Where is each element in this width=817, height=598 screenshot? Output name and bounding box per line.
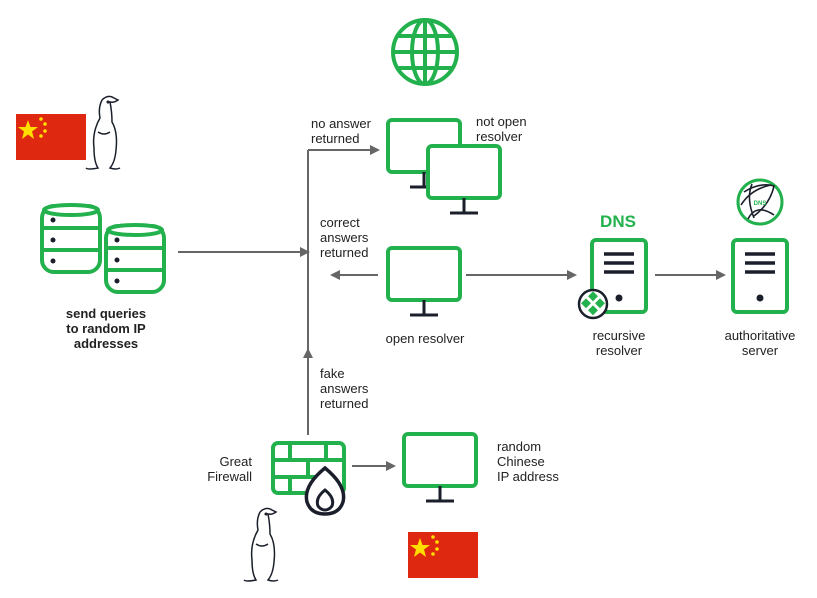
fake-answers-label: fake answers returned	[320, 366, 369, 411]
not-open-resolver-monitor-icon	[426, 144, 502, 215]
flame-icon	[304, 465, 346, 516]
authoritative-server-icon	[731, 238, 789, 314]
correct-answers-label: correct answers returned	[320, 215, 369, 260]
globe-icon	[391, 18, 459, 86]
resolver-badge-icon	[577, 288, 609, 320]
no-answer-label: no answer returned	[311, 116, 371, 146]
not-open-resolver-label: not open resolver	[476, 114, 527, 144]
great-firewall-label: Great Firewall	[207, 454, 252, 484]
open-resolver-label: open resolver	[385, 331, 465, 346]
dns-globe-icon: DNS	[736, 178, 784, 226]
authoritative-server-label: authoritative server	[724, 328, 796, 358]
database-icon	[40, 203, 102, 274]
random-ip-monitor-icon	[402, 432, 478, 503]
recursive-resolver-label: recursive resolver	[592, 328, 646, 358]
meerkat-icon	[243, 507, 279, 582]
meerkat-icon	[85, 95, 121, 170]
send-queries-label: send queries to random IP addresses	[65, 306, 147, 351]
china-flag-icon	[16, 114, 86, 160]
random-chinese-ip-label: random Chinese IP address	[497, 439, 559, 484]
database-icon	[104, 223, 166, 294]
china-flag-icon	[408, 532, 478, 578]
dns-label: DNS	[600, 212, 636, 231]
dns-globe-label: DNS	[754, 201, 767, 207]
open-resolver-monitor-icon	[386, 246, 462, 317]
